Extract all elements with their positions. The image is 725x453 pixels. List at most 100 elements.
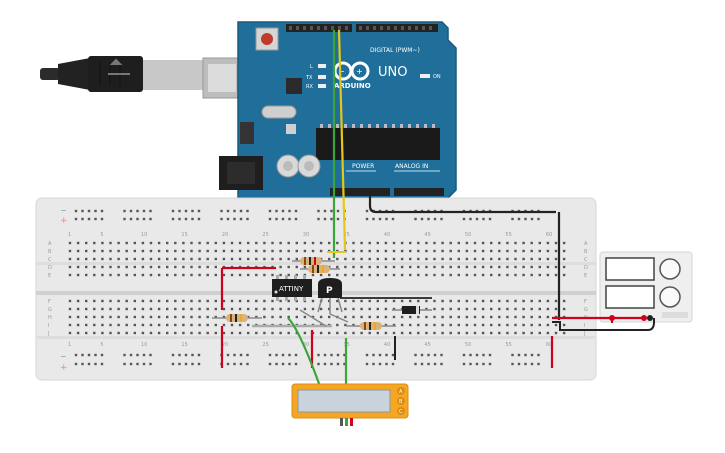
power-label: POWER (352, 163, 374, 170)
rail-minus-bottom: − (60, 352, 67, 361)
row-letter: I (584, 323, 585, 329)
board-brand: ARDUINO (334, 82, 371, 90)
lcd-button-a[interactable] (397, 387, 405, 395)
column-number: 15 (181, 232, 187, 238)
column-number: 30 (303, 232, 309, 238)
relay-module[interactable] (599, 251, 693, 323)
column-number: 45 (424, 232, 430, 238)
lcd-module[interactable]: A B C (291, 383, 409, 426)
svg-text:A: A (399, 389, 403, 395)
svg-text:TX: TX (305, 75, 313, 81)
on-led-label: ON (433, 74, 441, 80)
rail-minus-top: − (60, 206, 67, 215)
column-number: 55 (505, 232, 511, 238)
digital-header-label: DIGITAL (PWM~) (370, 47, 420, 54)
column-number: 20 (222, 232, 228, 238)
column-number: 25 (262, 342, 268, 348)
column-number: 5 (100, 342, 103, 348)
resistor-3[interactable] (212, 314, 262, 322)
row-letter: D (48, 265, 52, 271)
row-letter: C (584, 257, 588, 263)
resistor-1[interactable] (292, 257, 335, 265)
row-letter: F (584, 299, 587, 305)
wire-joint-black (647, 315, 653, 321)
row-letter: H (48, 315, 52, 321)
wire-green-lcd-1[interactable] (287, 317, 324, 393)
usb-cable[interactable] (40, 56, 242, 99)
reset-button[interactable] (255, 27, 279, 51)
row-letter: D (584, 265, 588, 271)
column-number: 50 (465, 342, 471, 348)
wire-black-gnd[interactable] (368, 193, 556, 214)
column-number: 40 (384, 232, 390, 238)
transistor-p[interactable]: P (317, 278, 343, 314)
column-number: 60 (546, 232, 552, 238)
column-number: 30 (303, 342, 309, 348)
rail-plus-bottom: + (60, 363, 68, 373)
column-number: 10 (141, 342, 147, 348)
column-number: 1 (68, 342, 71, 348)
row-letter: G (584, 307, 588, 313)
lcd-screen (297, 389, 391, 413)
row-letter: C (48, 257, 52, 263)
crystal (261, 105, 297, 119)
arduino-uno-board[interactable]: DIGITAL (PWM~) − + UNO ARDUINO ON L TX R… (219, 21, 457, 199)
status-leds: L TX RX (305, 64, 326, 90)
column-number: 35 (343, 232, 349, 238)
regulator (240, 122, 254, 144)
row-letter: B (584, 249, 588, 255)
svg-text:−: − (338, 67, 345, 76)
digital-header[interactable] (286, 24, 438, 32)
wire-joint-red-2 (641, 315, 647, 321)
attiny-chip[interactable]: ATTINY (272, 275, 312, 301)
row-letter: I (48, 323, 49, 329)
wire-black-to-module[interactable] (552, 318, 655, 331)
analog-label: ANALOG IN (395, 163, 428, 170)
resistor-2[interactable] (300, 265, 340, 273)
row-letter: F (48, 299, 51, 305)
lcd-button-b[interactable] (397, 397, 405, 405)
column-number: 5 (100, 232, 103, 238)
power-header[interactable] (330, 188, 390, 196)
analog-header[interactable] (394, 188, 444, 196)
attiny-label: ATTINY (279, 285, 304, 293)
diode[interactable] (392, 306, 432, 314)
small-component (286, 124, 296, 134)
rail-plus-top: + (60, 216, 68, 226)
column-number: 40 (384, 342, 390, 348)
svg-text:+: + (356, 67, 363, 76)
resistor-4[interactable] (346, 322, 396, 330)
column-number: 60 (546, 342, 552, 348)
wire-joint-red (609, 315, 615, 321)
breadboard-holes (68, 209, 566, 366)
board-model: UNO (378, 65, 407, 80)
row-letter: J (583, 331, 585, 337)
usb-icon (108, 58, 130, 75)
column-number: 20 (222, 342, 228, 348)
svg-text:L: L (310, 64, 313, 70)
column-number: 10 (141, 232, 147, 238)
row-letter: G (48, 307, 52, 313)
column-number: 25 (262, 232, 268, 238)
atmega-chip (316, 124, 440, 160)
column-number: 50 (465, 232, 471, 238)
column-number: 1 (68, 232, 71, 238)
row-letter: E (48, 273, 51, 279)
usb-chip (286, 78, 302, 94)
column-number: 55 (505, 342, 511, 348)
lcd-button-c[interactable] (397, 407, 405, 415)
svg-text:B: B (399, 399, 403, 405)
row-letter: A (48, 241, 52, 247)
wire-yellow-pin[interactable] (337, 29, 347, 251)
svg-text:C: C (399, 409, 403, 415)
row-letter: A (584, 241, 588, 247)
row-letter: J (47, 331, 49, 337)
on-led (420, 74, 430, 78)
transistor-lead-1 (299, 309, 327, 327)
column-number: 15 (181, 342, 187, 348)
column-number: 45 (424, 342, 430, 348)
transistor-label: P (326, 286, 333, 296)
